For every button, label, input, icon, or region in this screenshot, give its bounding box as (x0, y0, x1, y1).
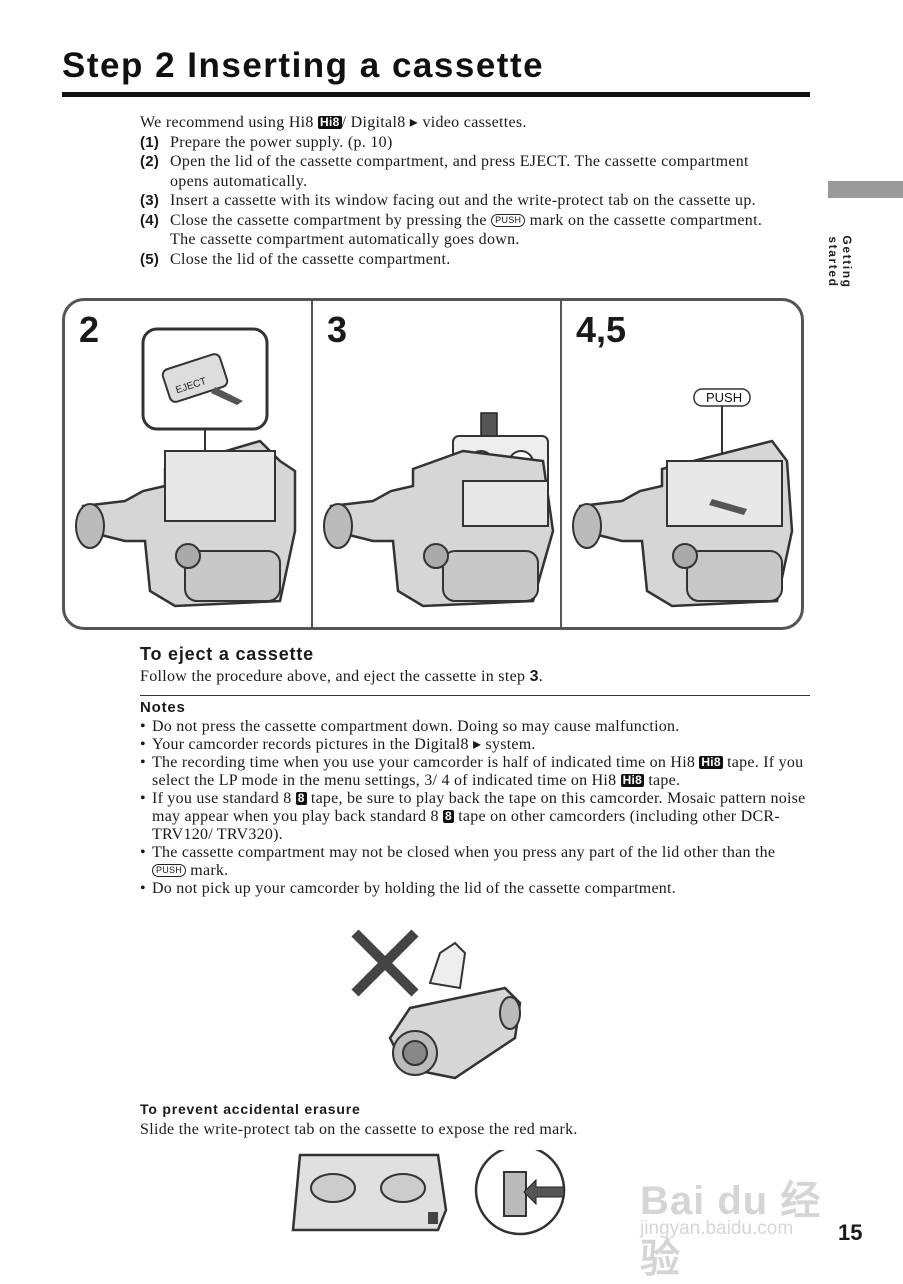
step-item: (2) Open the lid of the cassette compart… (140, 152, 790, 191)
note-text-part: mark. (186, 862, 229, 879)
note-text: Do not pick up your camcorder by holding… (152, 880, 676, 897)
eject-text-part: . (538, 668, 544, 685)
intro-lead-text-2: / Digital8 (341, 114, 410, 131)
step-text: Prepare the power supply. (p. 10) (170, 133, 393, 151)
section-tab-bar (828, 181, 903, 198)
bullet-icon: • (140, 754, 146, 771)
eject-text-part: Follow the procedure above, and eject th… (140, 668, 530, 685)
camcorder-insert-illustration (323, 412, 555, 608)
page-number: 15 (838, 1220, 863, 1245)
camcorder-close-illustration: PUSH (572, 388, 794, 608)
eject-step-ref: 3 (529, 668, 539, 685)
note-item: • The recording time when you use your c… (140, 754, 810, 790)
camcorder-eject-illustration: EJECT (75, 327, 297, 608)
note-text-part: tape, be sure to play back the tape on t… (152, 790, 806, 825)
hi8-logo: Hi8 (318, 115, 342, 129)
step-item: (3) Insert a cassette with its window fa… (140, 191, 790, 211)
step-number: (4) (140, 211, 160, 229)
cassette-write-protect-illustration (291, 1150, 566, 1236)
note-text: The recording time when you use your cam… (152, 754, 810, 790)
step-text: Open the lid of the cassette compartment… (170, 153, 749, 190)
panel-divider (560, 301, 562, 627)
push-badge: PUSH (491, 213, 526, 227)
section-tab-label: Getting started (826, 235, 854, 289)
note-text-part: The recording time when you use your cam… (152, 754, 700, 771)
illustration-panel-frame: EJECT 2 3 PUSH (62, 298, 804, 630)
title-rule (62, 92, 810, 97)
watermark-brand: Bai du 经验 (640, 1179, 822, 1281)
bullet-icon: • (140, 736, 146, 753)
push-badge: PUSH (152, 864, 187, 877)
notes-heading: Notes (140, 699, 186, 716)
panel-label: 3 (327, 309, 348, 350)
panel-label: 4,5 (576, 309, 627, 350)
hi8-logo: Hi8 (620, 773, 645, 787)
eject-heading: To eject a cassette (140, 644, 314, 664)
erasure-text: Slide the write-protect tab on the casse… (140, 1121, 578, 1138)
note-item: • If you use standard 8 8 tape, be sure … (140, 790, 810, 844)
note-text-part: tape. (644, 772, 681, 789)
standard8-logo: 8 (443, 809, 454, 823)
figure-panel-3: 3 (313, 301, 561, 627)
step-item: (1) Prepare the power supply. (p. 10) (140, 133, 790, 153)
note-text-part: Your camcorder records pictures in the D… (152, 736, 473, 753)
intro-section: We recommend using Hi8 Hi8/ Digital8 ▸ v… (140, 113, 790, 269)
intro-lead-text-3: video cassettes. (418, 114, 527, 131)
step-number: (3) (140, 192, 160, 209)
bullet-icon: • (140, 880, 146, 897)
note-item: • Do not pick up your camcorder by holdi… (140, 880, 810, 898)
note-text-part: system. (481, 736, 536, 753)
figure-panel-4-5: PUSH 4,5 (562, 301, 801, 627)
step-item: (5) Close the lid of the cassette compar… (140, 250, 790, 270)
figure-panel-2: EJECT 2 (65, 301, 313, 627)
watermark-url: jingyan.baidu.com (640, 1218, 794, 1239)
baidu-watermark: Bai du 经验 jingyan.baidu.com (640, 1150, 850, 1281)
eject-text: Follow the procedure above, and eject th… (140, 667, 543, 686)
step-text-part: mark on the cassette compartment. The ca… (170, 211, 763, 249)
erasure-heading: To prevent accidental erasure (140, 1101, 361, 1117)
note-text-part: tape. If you select the LP mode in the m… (152, 754, 804, 789)
bullet-icon: • (140, 790, 146, 807)
digital8-logo-icon: ▸ (409, 114, 419, 131)
bullet-icon: • (140, 844, 146, 861)
note-text: If you use standard 8 8 tape, be sure to… (152, 790, 810, 844)
hi8-logo: Hi8 (699, 755, 723, 769)
panel-divider (311, 301, 313, 627)
note-text-part: If you use standard 8 (152, 790, 296, 807)
bullet-icon: • (140, 718, 146, 735)
digital8-logo-icon: ▸ (472, 736, 482, 753)
step-text-part: Close the cassette compartment by pressi… (170, 211, 492, 229)
notes-list: • Do not press the cassette compartment … (140, 718, 810, 898)
step-text: Close the cassette compartment by pressi… (170, 211, 790, 250)
step-number: (5) (140, 250, 160, 268)
note-item: • The cassette compartment may not be cl… (140, 844, 810, 880)
step-item: (4) Close the cassette compartment by pr… (140, 211, 790, 250)
note-item: • Your camcorder records pictures in the… (140, 736, 810, 754)
standard8-logo: 8 (295, 791, 307, 805)
note-text: The cassette compartment may not be clos… (152, 844, 810, 880)
note-text-part: tape on other camcorders (including othe… (152, 808, 780, 843)
wrong-handling-illustration (351, 929, 522, 1080)
note-item: • Do not press the cassette compartment … (140, 718, 810, 736)
intro-lead: We recommend using Hi8 Hi8/ Digital8 ▸ v… (140, 113, 790, 133)
note-text: Your camcorder records pictures in the D… (152, 736, 810, 754)
note-text-part: The cassette compartment may not be clos… (152, 844, 776, 861)
step-number: (1) (140, 133, 160, 151)
notes-divider (140, 695, 810, 696)
step-text: Close the lid of the cassette compartmen… (170, 250, 451, 268)
page-title: Step 2 Inserting a cassette (62, 46, 545, 85)
step-text: Insert a cassette with its window facing… (170, 192, 756, 209)
panel-label: 2 (79, 309, 100, 350)
push-callout-label: PUSH (706, 390, 742, 405)
intro-lead-text: We recommend using Hi8 (140, 114, 319, 131)
note-text: Do not press the cassette compartment do… (152, 718, 680, 735)
step-number: (2) (140, 153, 160, 170)
